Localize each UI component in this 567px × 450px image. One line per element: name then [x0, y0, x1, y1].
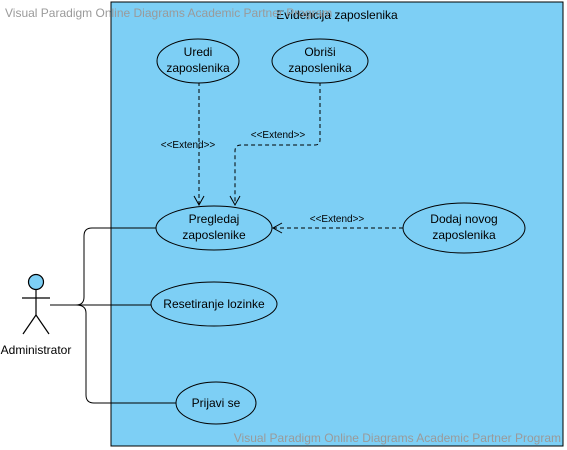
use-case-label: Prijavi se	[192, 396, 241, 410]
use-case-label: zaposlenika	[288, 61, 352, 75]
actor-administrator[interactable]	[22, 273, 50, 335]
use-case-label: zaposlenika	[166, 61, 230, 75]
extend-label-3: <<Extend>>	[310, 214, 365, 225]
use-case-label: zaposlenika	[432, 228, 496, 242]
use-case-label: zaposlenike	[182, 228, 246, 242]
system-title: Evidencija zaposlenika	[276, 8, 398, 22]
watermark-top: Visual Paradigm Online Diagrams Academic…	[5, 6, 332, 20]
actor-label: Administrator	[1, 343, 72, 357]
use-case-resetiranje-lozinke[interactable]: Resetiranje lozinke	[150, 281, 278, 327]
use-case-prijavi-se[interactable]: Prijavi se	[175, 381, 257, 425]
use-case-label: Obriši	[304, 45, 335, 59]
use-case-label: Pregledaj	[189, 212, 240, 226]
use-case-label: Resetiranje lozinke	[163, 297, 265, 311]
association-prijavi	[50, 304, 177, 404]
use-case-pregledaj-zaposlenike[interactable]: Pregledaj zaposlenike	[155, 205, 273, 251]
use-case-obrisi-zaposlenika[interactable]: Obriši zaposlenika	[271, 38, 369, 84]
use-case-dodaj-novog-zaposlenika[interactable]: Dodaj novog zaposlenika	[402, 202, 526, 254]
use-case-uredi-zaposlenika[interactable]: Uredi zaposlenika	[156, 38, 240, 84]
watermark-bottom: Visual Paradigm Online Diagrams Academic…	[234, 431, 561, 445]
actor-head	[27, 273, 45, 291]
extend-label-1: <<Extend>>	[161, 140, 216, 151]
extend-label-2: <<Extend>>	[251, 130, 306, 141]
extend-obrisi-arrow	[229, 82, 321, 207]
use-case-label: Uredi	[184, 45, 213, 59]
use-case-label: Dodaj novog	[430, 212, 497, 226]
